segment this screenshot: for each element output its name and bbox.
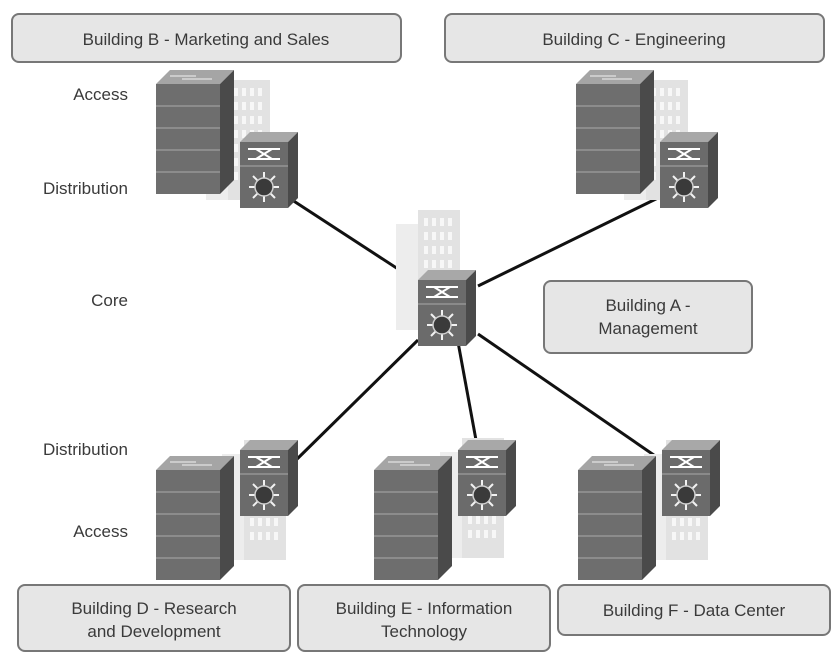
building-a-label-line2: Management xyxy=(598,319,698,338)
link-f-core xyxy=(477,332,665,464)
access-switch-stack-icon xyxy=(155,69,235,195)
tier-label-distribution-bottom: Distribution xyxy=(43,440,128,459)
multilayer-switch-icon xyxy=(659,131,719,209)
access-switch-stack-icon xyxy=(155,455,235,581)
building-e-label-line2: Technology xyxy=(381,622,468,641)
building-d-label-line1: Building D - Research xyxy=(71,599,236,618)
site-building-c xyxy=(575,69,719,209)
building-e-label-line1: Building E - Information xyxy=(336,599,513,618)
link-d-core xyxy=(290,338,420,466)
multilayer-switch-icon xyxy=(239,439,299,517)
access-switch-stack-icon xyxy=(577,455,657,581)
label-box-building-d: Building D - Research and Development xyxy=(17,584,291,652)
site-building-d xyxy=(155,439,299,581)
site-building-a xyxy=(396,210,477,347)
tier-label-distribution-top: Distribution xyxy=(43,179,128,198)
site-building-b xyxy=(155,69,299,209)
label-box-building-e: Building E - Information Technology xyxy=(297,584,551,652)
site-building-f xyxy=(577,439,721,581)
multilayer-switch-icon xyxy=(661,439,721,517)
site-building-e xyxy=(373,438,517,581)
link-c-core xyxy=(477,194,663,288)
building-b-label: Building B - Marketing and Sales xyxy=(83,30,330,49)
multilayer-switch-icon xyxy=(239,131,299,209)
label-box-building-a: Building A - Management xyxy=(543,280,753,354)
tier-labels: Access Distribution Core Distribution Ac… xyxy=(43,85,128,541)
building-f-label: Building F - Data Center xyxy=(603,601,786,620)
multilayer-switch-icon xyxy=(457,439,517,517)
tier-label-access-bottom: Access xyxy=(73,522,128,541)
building-c-label: Building C - Engineering xyxy=(542,30,725,49)
tier-label-core: Core xyxy=(91,291,128,310)
label-box-building-b: Building B - Marketing and Sales xyxy=(11,13,402,63)
building-d-label-line2: and Development xyxy=(87,622,221,641)
access-switch-stack-icon xyxy=(575,69,655,195)
tier-label-access-top: Access xyxy=(73,85,128,104)
access-switch-stack-icon xyxy=(373,455,453,581)
label-box-building-f: Building F - Data Center xyxy=(557,584,831,636)
multilayer-switch-icon xyxy=(417,269,477,347)
building-a-label-line1: Building A - xyxy=(605,296,690,315)
label-box-building-c: Building C - Engineering xyxy=(444,13,825,63)
link-e-core xyxy=(456,341,478,441)
